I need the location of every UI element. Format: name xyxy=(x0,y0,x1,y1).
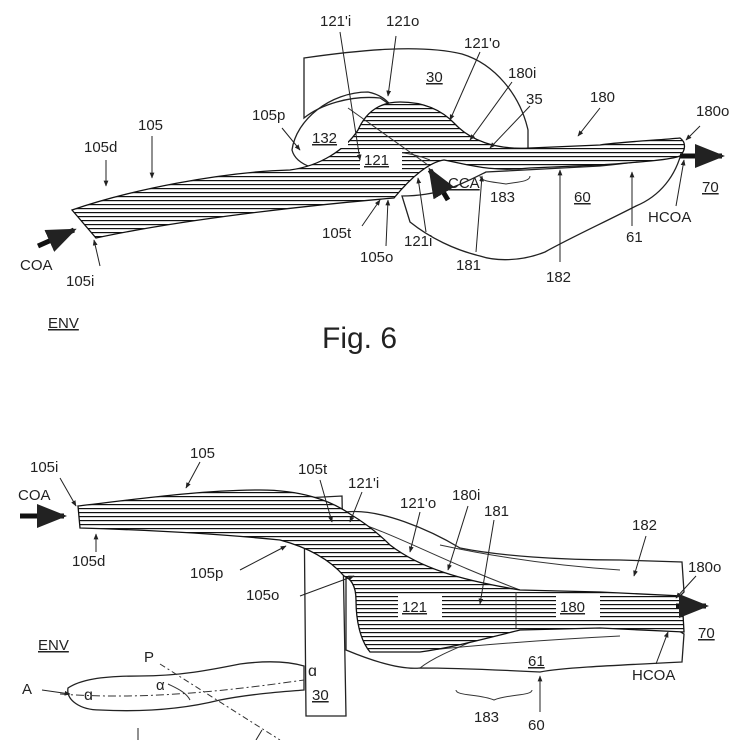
label-105d-6: 105d xyxy=(84,139,117,156)
label-180-7: 180 xyxy=(560,599,585,616)
label-121-6: 121 xyxy=(364,152,389,169)
label-180o-6: 180o xyxy=(696,103,729,120)
plane-p-line xyxy=(160,664,280,740)
label-hcoa-7: HCOA xyxy=(632,667,675,684)
lead-105-7 xyxy=(186,462,200,488)
label-alpha: α xyxy=(156,677,165,694)
label-env-7: ENV xyxy=(38,637,69,654)
label-183-6: 183 xyxy=(490,189,515,206)
label-121i-6: 121i xyxy=(404,233,432,250)
label-121o: 121o xyxy=(386,13,419,30)
label-hcoa-6: HCOA xyxy=(648,209,691,226)
label-coa-6: COA xyxy=(20,257,53,274)
lead-180 xyxy=(578,108,600,136)
lead-hcoa-6 xyxy=(676,160,684,206)
lead-105i-7 xyxy=(60,478,76,506)
lead-35 xyxy=(490,106,530,148)
label-30-6: 30 xyxy=(426,69,443,86)
label-182-7: 182 xyxy=(632,517,657,534)
alpha-glyph-plug: ɑ xyxy=(308,663,317,680)
lead-105p xyxy=(282,128,300,150)
label-180-6: 180 xyxy=(590,89,615,106)
figure-7: 105 105i COA 105d 105p 105t 121'i 121'o … xyxy=(18,445,721,740)
label-121-7: 121 xyxy=(402,599,427,616)
label-105i-7: 105i xyxy=(30,459,58,476)
alpha-glyph-bent: ɑ xyxy=(84,687,93,704)
label-181-6: 181 xyxy=(456,257,481,274)
label-182-6: 182 xyxy=(546,269,571,286)
figure-caption: Fig. 6 xyxy=(322,322,397,355)
label-105-6: 105 xyxy=(138,117,163,134)
lead-bottom-2 xyxy=(256,730,262,740)
label-cca: CCA xyxy=(448,175,480,192)
label-105o-7: 105o xyxy=(246,587,279,604)
lead-182-7 xyxy=(634,536,646,576)
alpha-arc xyxy=(168,684,190,700)
label-121pi-7: 121'i xyxy=(348,475,379,492)
label-105o-6: 105o xyxy=(360,249,393,266)
lead-105p-7 xyxy=(240,546,286,570)
label-105p-6: 105p xyxy=(252,107,285,124)
label-61-6: 61 xyxy=(626,229,643,246)
label-105t-7: 105t xyxy=(298,461,328,478)
brace-183-7 xyxy=(456,690,532,700)
lead-105o xyxy=(386,200,388,246)
label-180i-7: 180i xyxy=(452,487,480,504)
lead-180o-7 xyxy=(676,576,696,598)
label-105-7: 105 xyxy=(190,445,215,462)
label-180i-6: 180i xyxy=(508,65,536,82)
label-105p-7: 105p xyxy=(190,565,223,582)
label-105i-6: 105i xyxy=(66,273,94,290)
lead-180i-7 xyxy=(448,506,468,570)
lead-121po xyxy=(450,52,480,120)
label-132: 132 xyxy=(312,130,337,147)
label-105d-7: 105d xyxy=(72,553,105,570)
lead-121o xyxy=(388,36,396,96)
lead-hcoa-7 xyxy=(656,632,668,664)
lead-121i xyxy=(418,178,426,232)
lead-180o xyxy=(686,126,700,140)
lead-A xyxy=(42,690,70,694)
label-121po-7: 121'o xyxy=(400,495,436,512)
lead-105i-6 xyxy=(94,240,100,266)
arrow-coa-6 xyxy=(38,230,74,246)
label-p: P xyxy=(144,649,154,666)
arrow-cca-6 xyxy=(430,170,448,200)
figure-6: 121'i 121o 121'o 30 180i 180 180o 35 105… xyxy=(20,13,729,355)
label-env-6: ENV xyxy=(48,315,79,332)
brace-183-6 xyxy=(480,176,530,184)
label-121po: 121'o xyxy=(464,35,500,52)
lead-105t xyxy=(362,200,380,226)
label-coa-7: COA xyxy=(18,487,51,504)
bent-fiber xyxy=(68,662,304,711)
label-105t-6: 105t xyxy=(322,225,352,242)
label-70-6: 70 xyxy=(702,179,719,196)
label-181-7: 181 xyxy=(484,503,509,520)
label-121pi: 121'i xyxy=(320,13,351,30)
label-35: 35 xyxy=(526,91,543,108)
label-a: A xyxy=(22,681,32,698)
label-180o-7: 180o xyxy=(688,559,721,576)
label-30-7: 30 xyxy=(312,687,329,704)
label-60-7: 60 xyxy=(528,717,545,734)
label-70-7: 70 xyxy=(698,625,715,642)
label-60-6: 60 xyxy=(574,189,591,206)
label-61-7: 61 xyxy=(528,653,545,670)
label-183-7: 183 xyxy=(474,709,499,726)
